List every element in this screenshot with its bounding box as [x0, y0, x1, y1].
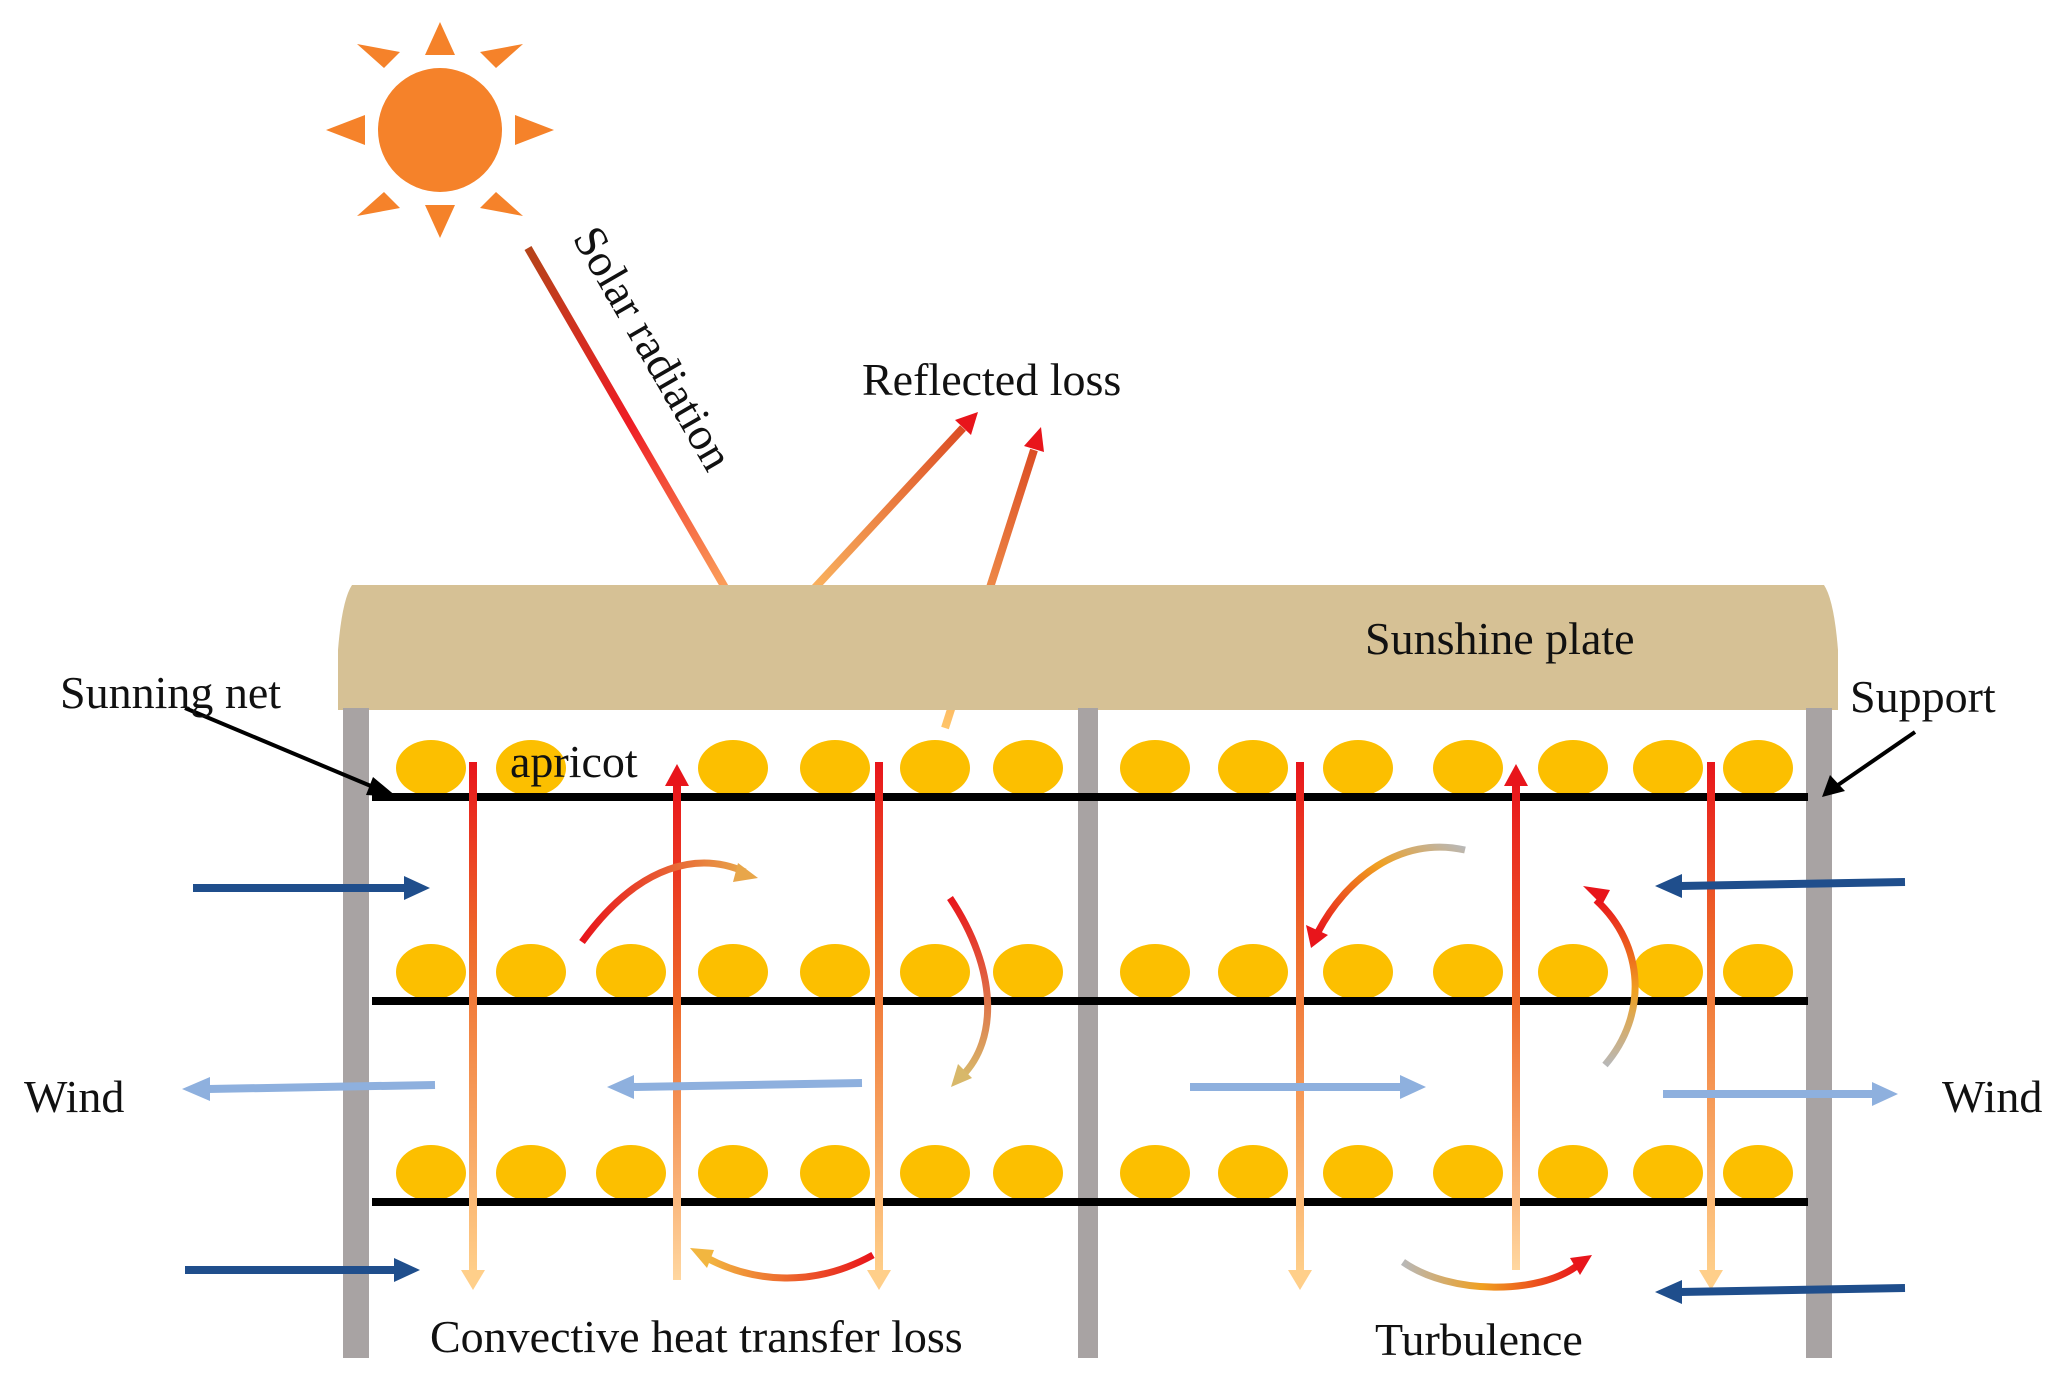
apricot [1218, 1145, 1288, 1201]
apricot [900, 944, 970, 1000]
apricot [1723, 740, 1793, 796]
apricot [1323, 1145, 1393, 1201]
sunshine-plate [338, 585, 1838, 710]
sunning-net-pointer [184, 706, 397, 797]
support-pointer [1822, 730, 1917, 797]
apricot [1633, 740, 1703, 796]
apricot [993, 740, 1063, 796]
sunning-nets [372, 793, 1808, 1206]
wind-label-left: Wind [24, 1071, 124, 1122]
apricot [1218, 740, 1288, 796]
sunshine-plate-label: Sunshine plate [1365, 613, 1635, 664]
apricot [1433, 1145, 1503, 1201]
turbulence-label: Turbulence [1375, 1314, 1583, 1365]
apricot [1120, 740, 1190, 796]
apricot [1633, 944, 1703, 1000]
apricots [396, 740, 1793, 1201]
apricot [698, 1145, 768, 1201]
apricot [993, 1145, 1063, 1201]
apricot [1538, 740, 1608, 796]
apricot [1723, 1145, 1793, 1201]
curve-arrow [579, 859, 747, 945]
apricot [1120, 1145, 1190, 1201]
apricot [1323, 740, 1393, 796]
apricot [1538, 944, 1608, 1000]
curve-arrow [1400, 1259, 1581, 1291]
curve-arrowhead [1306, 925, 1328, 948]
apricot [1323, 944, 1393, 1000]
curve-arrowhead [951, 1064, 972, 1087]
apricot [1218, 944, 1288, 1000]
support-post-middle [1078, 708, 1098, 1358]
support-post-left [343, 708, 369, 1358]
sun-rays [326, 22, 554, 238]
apricot [496, 944, 566, 1000]
downward-heat-arrows [461, 762, 1723, 1290]
apricot [396, 1145, 466, 1201]
support-label: Support [1850, 671, 1996, 722]
curve-arrowhead [1583, 886, 1610, 905]
apricot [496, 740, 566, 796]
apricot [1723, 944, 1793, 1000]
apricot [800, 944, 870, 1000]
apricot [900, 740, 970, 796]
reflected-loss-label: Reflected loss [862, 354, 1121, 405]
curve-arrowhead [1570, 1255, 1592, 1275]
apricot [698, 740, 768, 796]
support-post-right [1806, 708, 1832, 1358]
wind-arrows-outgoing [182, 1075, 1898, 1106]
curve-arrowhead [733, 863, 758, 882]
apricot [1633, 1145, 1703, 1201]
apricot [698, 944, 768, 1000]
wind-arrows-incoming [185, 874, 1906, 1304]
sunning-net-label: Sunning net [60, 667, 281, 718]
support-posts [343, 708, 1832, 1358]
turbulence-arrows [579, 843, 1639, 1291]
apricot [1120, 944, 1190, 1000]
curve-arrow [705, 1251, 875, 1282]
curve-arrow [1314, 843, 1466, 934]
apricot [596, 1145, 666, 1201]
apricot-label: apricot [510, 736, 638, 787]
apricot [1433, 740, 1503, 796]
apricot [993, 944, 1063, 1000]
curve-arrowhead [690, 1248, 714, 1268]
wind-label-right: Wind [1942, 1071, 2042, 1122]
apricot [396, 944, 466, 1000]
apricot [800, 1145, 870, 1201]
convective-loss-label: Convective heat transfer loss [430, 1311, 963, 1362]
apricot [800, 740, 870, 796]
upward-heat-arrows [665, 764, 1528, 1280]
curve-arrow [947, 896, 992, 1079]
apricot [596, 944, 666, 1000]
apricot [900, 1145, 970, 1201]
apricot [496, 1145, 566, 1201]
apricot [1538, 1145, 1608, 1201]
apricot [1433, 944, 1503, 1000]
sun-icon [326, 22, 554, 238]
curve-arrow [1593, 897, 1639, 1068]
apricot [396, 740, 466, 796]
